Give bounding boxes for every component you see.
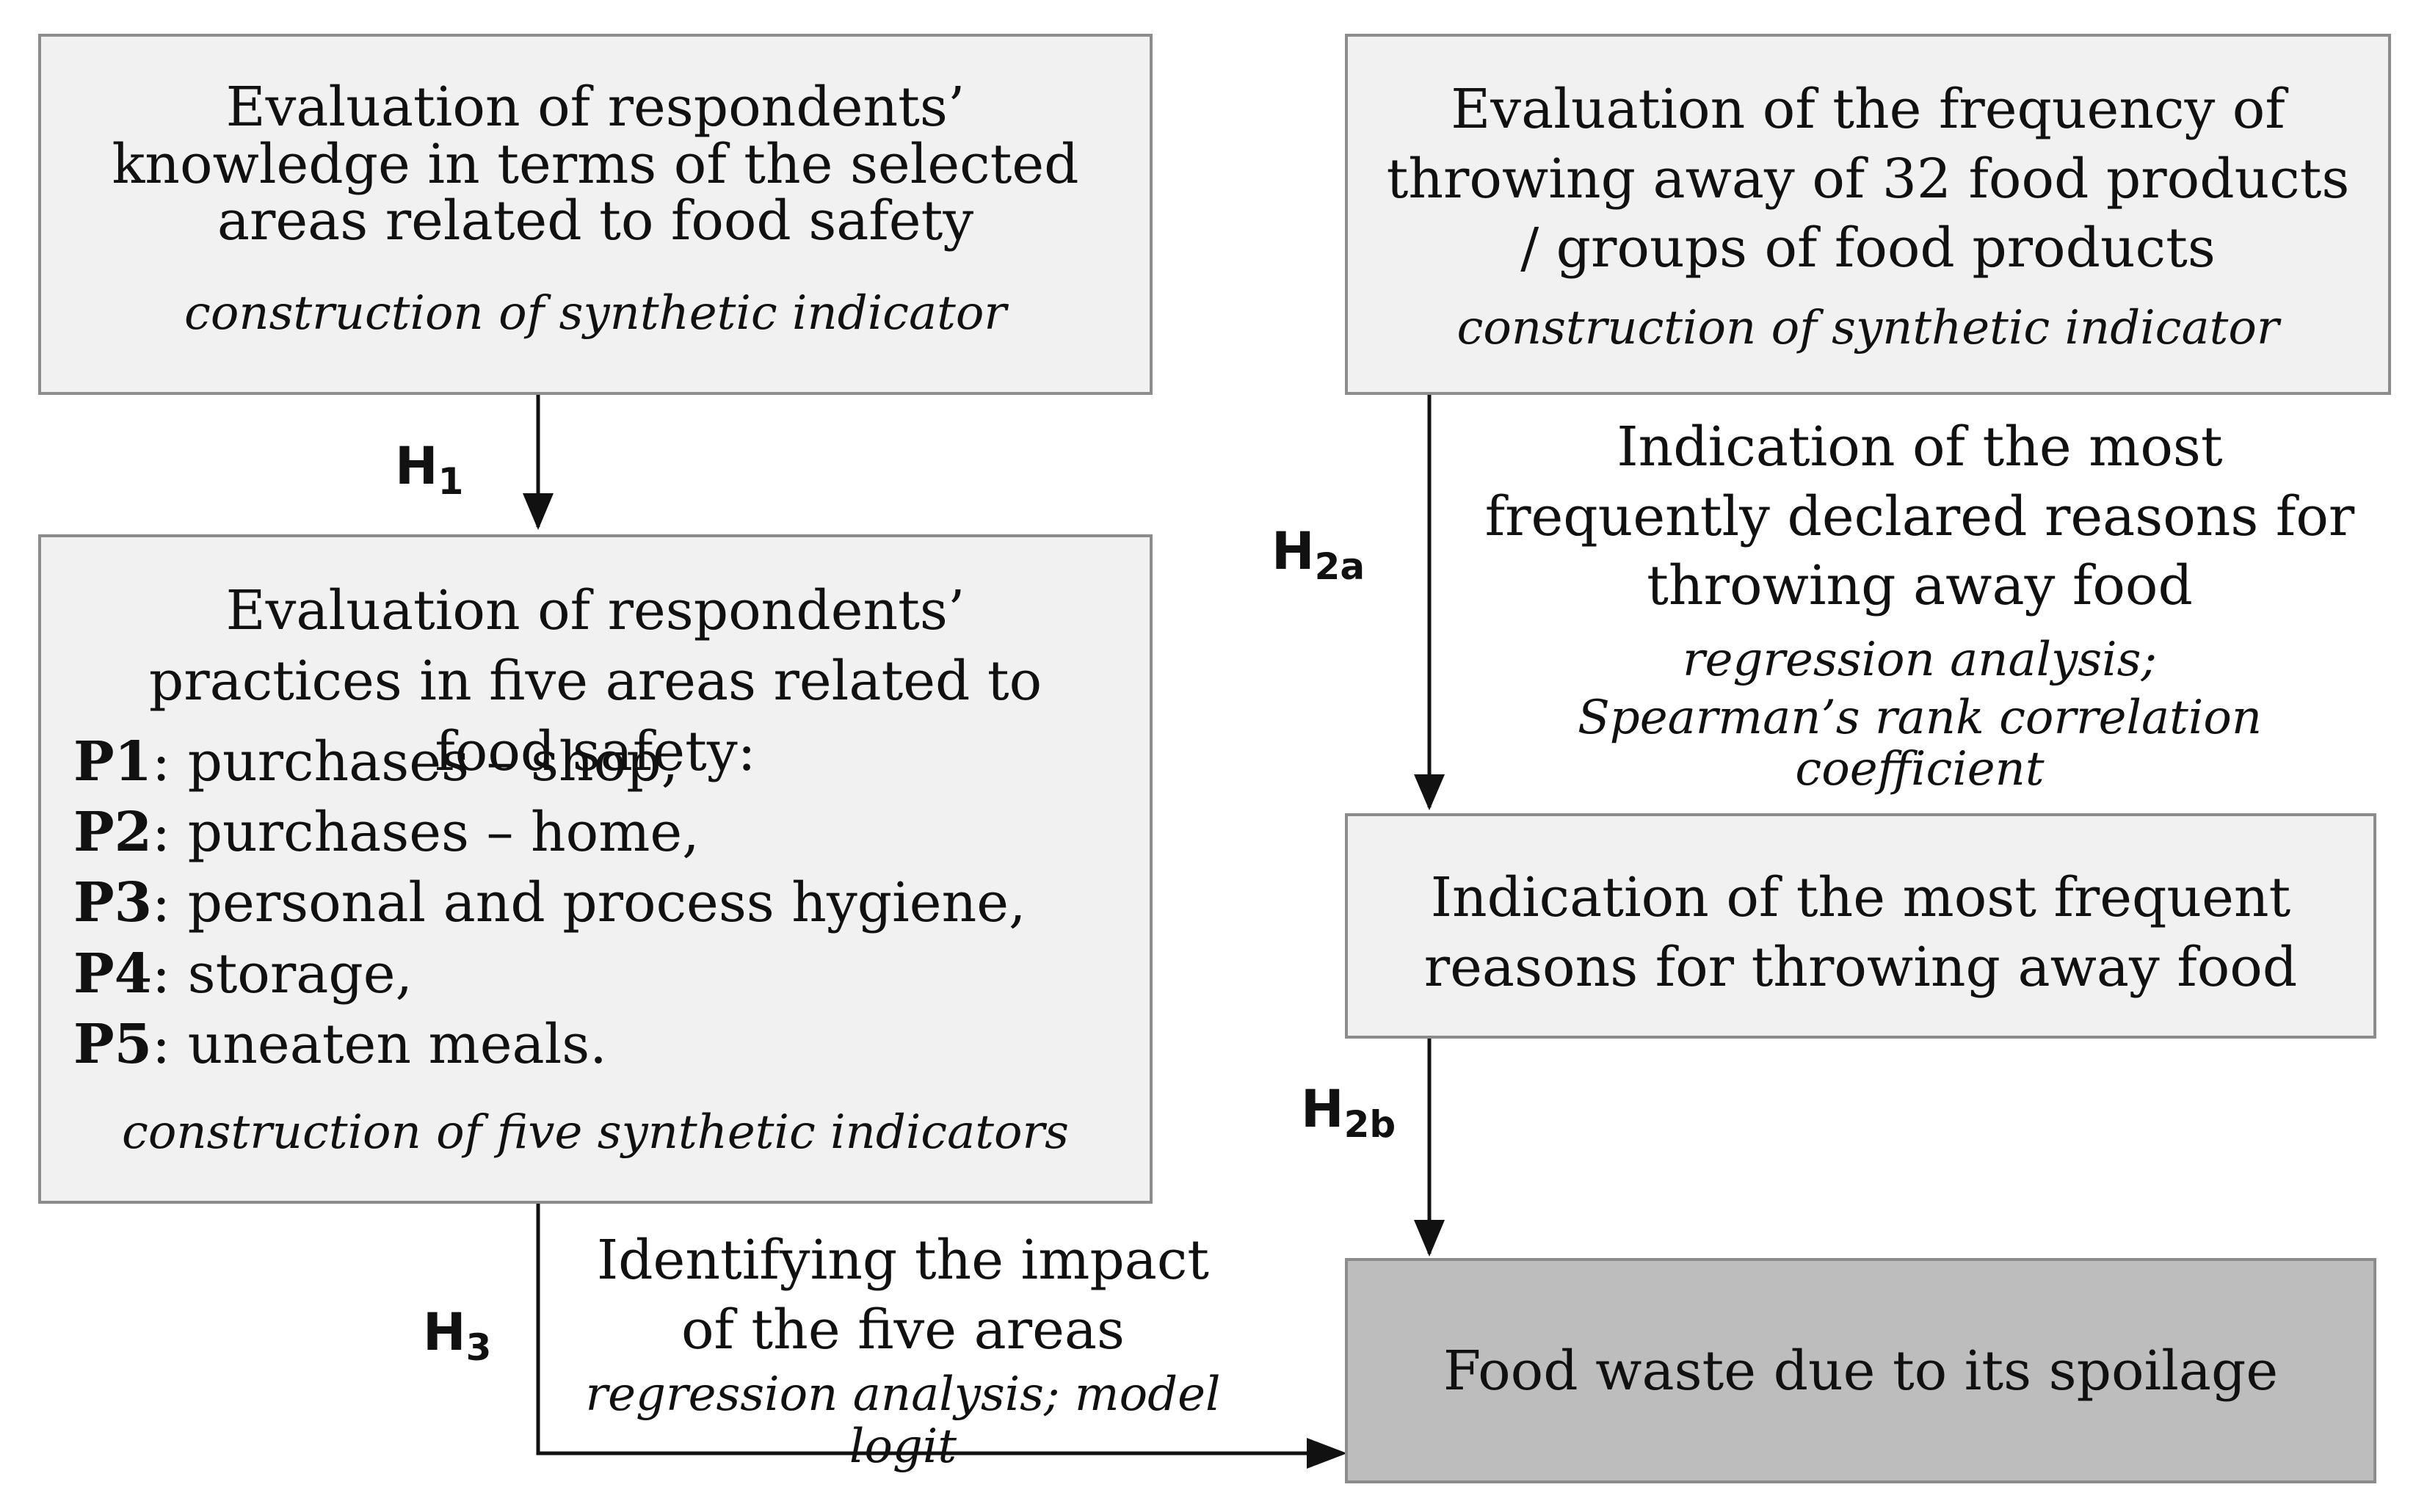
practice-text: : storage, — [152, 942, 413, 1006]
impact-method: regression analysis; model logit — [585, 1367, 1221, 1474]
practice-item-p2: P2: purchases – home, — [73, 797, 1026, 868]
practice-text: : purchases – home, — [152, 801, 700, 865]
frequent-reasons-title: Indication of the most frequent reasons … — [1423, 866, 2298, 999]
hypothesis-letter: H — [423, 1302, 466, 1362]
practices-list: P1: purchases – shop, P2: purchases – ho… — [73, 727, 1026, 1080]
practices-evaluation-method: construction of five synthetic indicator… — [122, 1105, 1069, 1160]
hypothesis-letter: H — [395, 436, 438, 496]
declared-reasons-method-1: regression analysis; — [1682, 633, 2158, 688]
frequency-evaluation-box: Evaluation of the frequency of throwing … — [1345, 34, 2391, 395]
practices-evaluation-title: Evaluation of respondents’ practices in … — [148, 579, 1042, 784]
hypothesis-h2b-label: H2b — [1301, 1083, 1396, 1143]
frequency-evaluation-method: construction of synthetic indicator — [1457, 301, 2279, 355]
practice-code: P3 — [73, 871, 153, 935]
hypothesis-h2a-label: H2a — [1272, 526, 1365, 585]
knowledge-evaluation-method: construction of synthetic indicator — [184, 286, 1007, 341]
hypothesis-h1-label: H1 — [395, 440, 463, 500]
hypothesis-letter: H — [1301, 1079, 1344, 1139]
declared-reasons-text: Indication of the most frequently declar… — [1461, 412, 2379, 795]
food-waste-title: Food waste due to its spoilage — [1443, 1340, 2279, 1403]
practice-item-p3: P3: personal and process hygiene, — [73, 868, 1026, 938]
impact-title: Identifying the impact of the five areas — [596, 1229, 1210, 1362]
hypothesis-subscript: 1 — [438, 460, 464, 503]
frequency-evaluation-title: Evaluation of the frequency of throwing … — [1386, 78, 2350, 280]
knowledge-evaluation-box: Evaluation of respondents’ knowledge in … — [38, 34, 1153, 395]
practice-code: P4 — [73, 942, 153, 1006]
food-waste-box: Food waste due to its spoilage — [1345, 1258, 2376, 1483]
declared-reasons-title: Indication of the most frequently declar… — [1484, 415, 2355, 618]
frequent-reasons-box: Indication of the most frequent reasons … — [1345, 813, 2376, 1039]
arrowhead-h3 — [1307, 1438, 1347, 1469]
practice-text: : uneaten meals. — [152, 1012, 607, 1076]
impact-text: Identifying the impact of the five areas… — [558, 1226, 1248, 1472]
practice-item-p1: P1: purchases – shop, — [73, 727, 1026, 797]
practice-text: : personal and process hygiene, — [152, 871, 1026, 935]
hypothesis-subscript: 2b — [1343, 1103, 1396, 1146]
practice-text: : purchases – shop, — [152, 730, 679, 793]
practice-code: P5 — [73, 1012, 153, 1076]
hypothesis-subscript: 3 — [465, 1326, 492, 1369]
arrowhead-h1 — [523, 493, 554, 530]
arrow-h3 — [536, 1204, 1321, 1455]
practice-code: P1 — [73, 730, 153, 793]
practices-evaluation-box: Evaluation of respondents’ practices in … — [38, 534, 1153, 1204]
knowledge-evaluation-title: Evaluation of respondents’ knowledge in … — [112, 76, 1079, 253]
practice-item-p5: P5: uneaten meals. — [73, 1009, 1026, 1080]
arrowhead-h2a — [1414, 774, 1445, 810]
practice-item-p4: P4: storage, — [73, 939, 1026, 1009]
arrowhead-h2b — [1414, 1220, 1445, 1257]
hypothesis-h3-label: H3 — [423, 1306, 491, 1366]
declared-reasons-method-2: Spearman’s rank correlation coefficient — [1577, 690, 2263, 796]
hypothesis-letter: H — [1272, 521, 1315, 581]
practice-code: P2 — [73, 801, 153, 865]
hypothesis-subscript: 2a — [1314, 545, 1365, 588]
